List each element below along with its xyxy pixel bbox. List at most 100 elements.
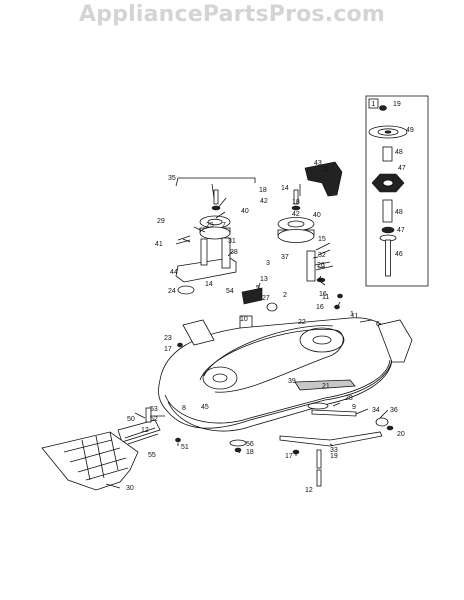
callout-26: 26 — [317, 262, 325, 269]
callout-42: 42 — [292, 211, 300, 218]
callout-1: 1 — [350, 311, 354, 318]
callout-48: 48 — [395, 149, 403, 156]
callout-16: 16 — [319, 291, 327, 298]
callout-29: 29 — [157, 218, 165, 225]
nut-icon — [379, 105, 387, 111]
callout-16: 16 — [316, 304, 324, 311]
deck-right-flap — [377, 319, 413, 363]
leader-lines — [105, 183, 389, 489]
callout-18: 18 — [246, 449, 254, 456]
callout-23: 23 — [164, 335, 172, 342]
bracket-5 — [241, 287, 263, 305]
washer-27 — [266, 302, 278, 312]
discharge-chute — [41, 431, 139, 491]
callout-15: 15 — [318, 236, 326, 243]
callout-50: 50 — [127, 416, 135, 423]
callout-11: 11 — [322, 294, 329, 301]
mower-blade-right — [279, 431, 383, 447]
belt-guide-rod — [178, 177, 256, 183]
callout-36: 36 — [390, 407, 398, 414]
callout-11: 11 — [351, 313, 358, 320]
inset-box-marker — [368, 98, 379, 109]
callout-40: 40 — [313, 212, 321, 219]
callout-4: 4 — [318, 276, 322, 283]
left-idler-pulley — [199, 189, 231, 240]
callout-3: 3 — [266, 260, 270, 267]
blade-spacer-28 — [311, 409, 357, 417]
callout-45: 45 — [201, 404, 209, 411]
callout-34: 34 — [372, 407, 380, 414]
spring-41 — [175, 235, 191, 245]
callout-18: 18 — [259, 187, 267, 194]
callout-6: 6 — [376, 321, 380, 328]
callout-17: 17 — [285, 453, 293, 460]
callout-43: 43 — [314, 160, 322, 167]
right-idler-pulley — [277, 189, 315, 243]
bolt-12 — [316, 469, 322, 487]
callout-13: 13 — [260, 276, 268, 283]
callout-48: 48 — [395, 209, 403, 216]
callout-41: 41 — [155, 241, 163, 248]
bumper-bracket — [117, 419, 161, 443]
deck-baffle — [294, 379, 356, 391]
callout-19: 19 — [330, 453, 338, 460]
callout-51: 51 — [181, 444, 189, 451]
callout-7: 7 — [222, 222, 226, 229]
callout-24: 24 — [168, 288, 176, 295]
pivot-37 — [306, 250, 316, 282]
spring-52 — [145, 407, 152, 423]
callout-5: 5 — [256, 285, 260, 292]
bearing-spacer — [382, 199, 393, 223]
callout-44: 44 — [170, 269, 178, 276]
callout-20: 20 — [397, 431, 405, 438]
callout-25: 25 — [206, 222, 214, 229]
pivot-38 — [221, 237, 231, 269]
callout-56: 56 — [246, 441, 254, 448]
washer-36 — [375, 417, 389, 427]
spindle-inset: 1 — [365, 95, 429, 287]
spacer — [382, 146, 393, 162]
bearing — [381, 226, 395, 234]
callout-38: 38 — [230, 249, 238, 256]
bushing-24 — [177, 285, 195, 295]
callout-12: 12 — [305, 487, 313, 494]
callout-30: 30 — [126, 485, 134, 492]
callout-18: 18 — [292, 199, 300, 206]
deck-belt — [199, 329, 344, 393]
callout-53: 53 — [150, 406, 158, 413]
watermark: AppliancePartsPros.com — [79, 2, 385, 27]
idler-bracket — [304, 161, 343, 197]
deck-left-wall — [182, 319, 215, 346]
callout-14: 14 — [205, 281, 213, 288]
callout-17: 17 — [164, 346, 172, 353]
callout-12: 12 — [141, 427, 149, 434]
callout-49: 49 — [406, 127, 414, 134]
callout-54: 54 — [226, 288, 234, 295]
callout-8: 8 — [182, 405, 186, 412]
callout-10: 10 — [240, 316, 248, 323]
callout-47: 47 — [398, 165, 406, 172]
callout-2: 2 — [283, 292, 287, 299]
idler-pivot — [200, 238, 208, 266]
callout-32: 32 — [318, 252, 326, 259]
callout-33: 33 — [330, 447, 338, 454]
callout-55: 55 — [148, 452, 156, 459]
callout-21: 21 — [322, 383, 330, 390]
inset-box-number: 1 — [372, 101, 376, 108]
blade-adapter — [307, 402, 329, 410]
callout-39: 39 — [288, 378, 296, 385]
callout-37: 37 — [281, 254, 289, 261]
callout-31: 31 — [228, 238, 236, 245]
callout-19: 19 — [393, 101, 401, 108]
callout-47: 47 — [397, 227, 405, 234]
spindle-shaft — [385, 239, 391, 277]
callout-40: 40 — [241, 208, 249, 215]
callout-14: 14 — [281, 185, 289, 192]
callout-35: 35 — [168, 175, 176, 182]
callout-42: 42 — [260, 198, 268, 205]
bolt-19 — [316, 449, 322, 469]
callout-9: 9 — [352, 404, 356, 411]
callout-46: 46 — [395, 251, 403, 258]
